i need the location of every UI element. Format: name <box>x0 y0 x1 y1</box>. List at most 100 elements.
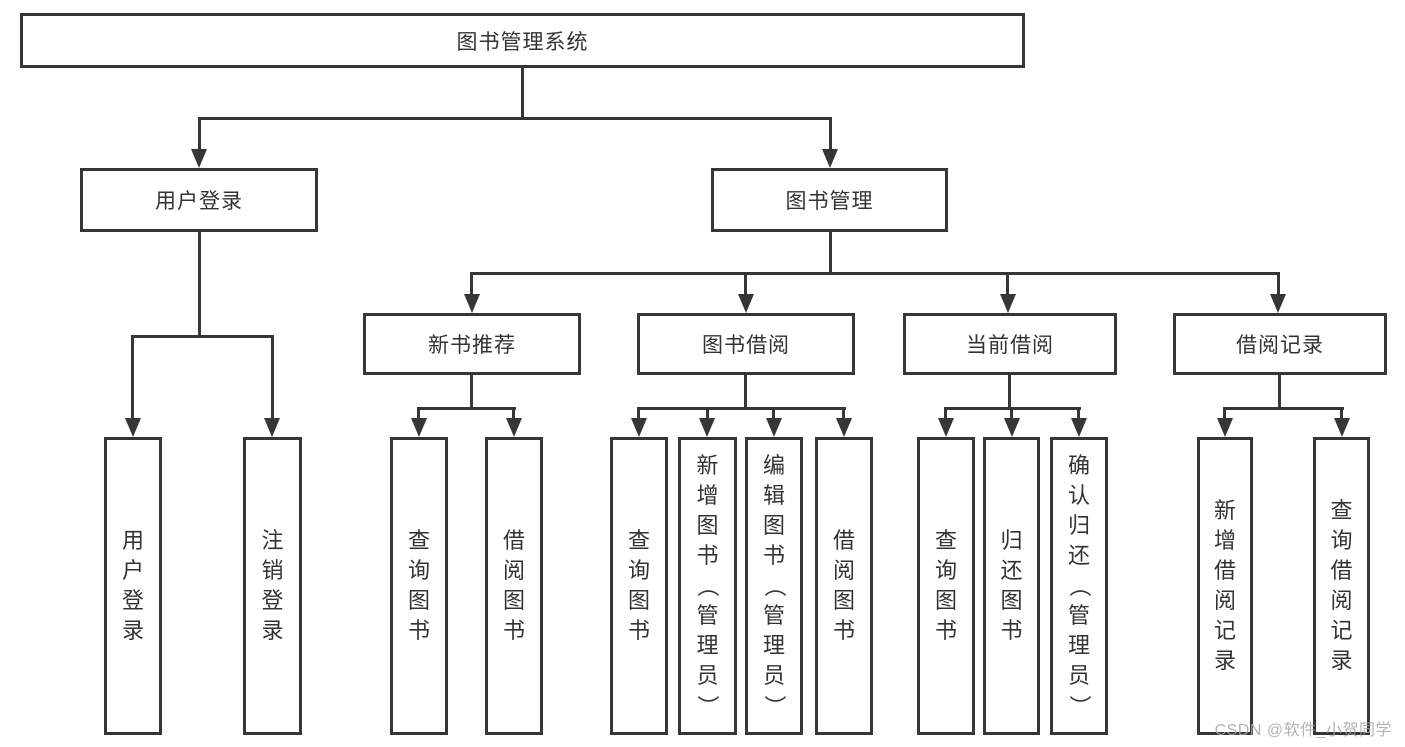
vertical-char: 书 <box>407 618 430 643</box>
vertical-char: ） <box>695 694 721 718</box>
vertical-char: 图 <box>762 513 785 538</box>
arrow-down-icon <box>464 294 480 313</box>
arrow-down-icon <box>506 418 522 437</box>
node-book-borrowing: 图书借阅 <box>637 313 855 375</box>
node-book-management: 图书管理 <box>711 168 948 232</box>
connector <box>829 232 832 273</box>
node-new-book-recommendation: 新书推荐 <box>363 313 581 375</box>
node-leaf-borrow-books-1: 借阅图书 <box>485 437 543 735</box>
node-label: 当前借阅 <box>966 334 1054 357</box>
node-leaf-user-login: 用户登录 <box>104 437 162 735</box>
connector <box>198 117 201 151</box>
node-leaf-query-borrow-record: 查询借阅记录 <box>1313 437 1370 735</box>
vertical-char: 员 <box>762 663 785 688</box>
connector <box>1010 407 1013 421</box>
connector <box>842 407 845 421</box>
connector <box>1077 407 1080 421</box>
connector <box>1223 407 1344 410</box>
vertical-char: 认 <box>1067 483 1090 508</box>
vertical-char: 登 <box>261 588 284 613</box>
connector <box>1006 272 1009 296</box>
node-leaf-query-books-2: 查询图书 <box>610 437 668 735</box>
vertical-char: 图 <box>934 588 957 613</box>
vertical-char: 登 <box>121 588 144 613</box>
vertical-char: 阅 <box>502 558 525 583</box>
arrow-down-icon <box>1217 418 1233 437</box>
connector <box>1008 375 1011 408</box>
vertical-char: 理 <box>696 633 719 658</box>
connector <box>470 272 473 296</box>
connector <box>271 335 274 420</box>
arrow-down-icon <box>191 149 207 168</box>
vertical-char: 书 <box>934 618 957 643</box>
connector <box>131 335 274 338</box>
vertical-char: 确 <box>1067 453 1090 478</box>
vertical-char: 借 <box>502 528 525 553</box>
connector <box>198 232 201 336</box>
vertical-char: 理 <box>1067 633 1090 658</box>
node-leaf-query-books-3: 查询图书 <box>917 437 975 735</box>
connector <box>521 68 524 117</box>
vertical-char: 录 <box>261 618 284 643</box>
vertical-char: 查 <box>627 528 650 553</box>
vertical-char: 增 <box>696 483 719 508</box>
node-label: 图书管理系统 <box>456 30 589 54</box>
connector <box>470 375 473 408</box>
node-leaf-confirm-return-admin: 确认归还（管理员） <box>1050 437 1108 735</box>
connector <box>706 407 709 421</box>
node-current-borrowing: 当前借阅 <box>903 313 1117 375</box>
vertical-char: 注 <box>261 528 284 553</box>
connector <box>772 407 775 421</box>
vertical-char: 管 <box>762 603 785 628</box>
vertical-char: 书 <box>832 618 855 643</box>
vertical-char: 用 <box>121 528 144 553</box>
connector <box>944 407 947 421</box>
vertical-char: 阅 <box>832 558 855 583</box>
vertical-char: 员 <box>1067 663 1090 688</box>
node-leaf-borrow-books-2: 借阅图书 <box>815 437 873 735</box>
csdn-watermark: CSDN @软件_小贺同学 <box>1214 722 1392 739</box>
node-leaf-query-books-1: 查询图书 <box>390 437 448 735</box>
connector <box>131 335 134 420</box>
connector <box>637 407 640 421</box>
vertical-char: 借 <box>1213 558 1236 583</box>
connector <box>744 272 747 296</box>
node-leaf-edit-books-admin: 编辑图书（管理员） <box>745 437 803 735</box>
vertical-char: 查 <box>1330 498 1353 523</box>
arrow-down-icon <box>1071 418 1087 437</box>
vertical-char: 新 <box>1213 498 1236 523</box>
node-borrowing-records: 借阅记录 <box>1173 313 1387 375</box>
vertical-char: 阅 <box>1213 588 1236 613</box>
node-label: 新书推荐 <box>428 334 516 357</box>
vertical-char: 户 <box>121 558 144 583</box>
vertical-char: 询 <box>627 558 650 583</box>
connector <box>198 117 832 120</box>
connector <box>744 375 747 408</box>
connector <box>1340 407 1343 421</box>
vertical-char: 阅 <box>1330 588 1353 613</box>
connector <box>1277 272 1280 296</box>
connector <box>1223 407 1226 421</box>
connector <box>417 407 516 410</box>
vertical-char: 记 <box>1330 618 1353 643</box>
vertical-char: 查 <box>934 528 957 553</box>
connector <box>829 117 832 151</box>
vertical-char: （ <box>695 574 721 598</box>
vertical-char: 查 <box>407 528 430 553</box>
vertical-char: 归 <box>1067 513 1090 538</box>
node-label: 借阅记录 <box>1236 334 1324 357</box>
vertical-char: 还 <box>1067 543 1090 568</box>
vertical-char: 书 <box>762 543 785 568</box>
arrow-down-icon <box>1000 294 1016 313</box>
node-leaf-add-borrow-record: 新增借阅记录 <box>1197 437 1253 735</box>
connector <box>512 407 515 421</box>
vertical-char: 图 <box>502 588 525 613</box>
vertical-char: 归 <box>1000 528 1023 553</box>
arrow-down-icon <box>1004 418 1020 437</box>
vertical-char: 销 <box>261 558 284 583</box>
vertical-char: 借 <box>832 528 855 553</box>
arrow-down-icon <box>938 418 954 437</box>
node-leaf-logout: 注销登录 <box>243 437 302 735</box>
vertical-char: 询 <box>1330 528 1353 553</box>
vertical-char: 录 <box>1330 648 1353 673</box>
